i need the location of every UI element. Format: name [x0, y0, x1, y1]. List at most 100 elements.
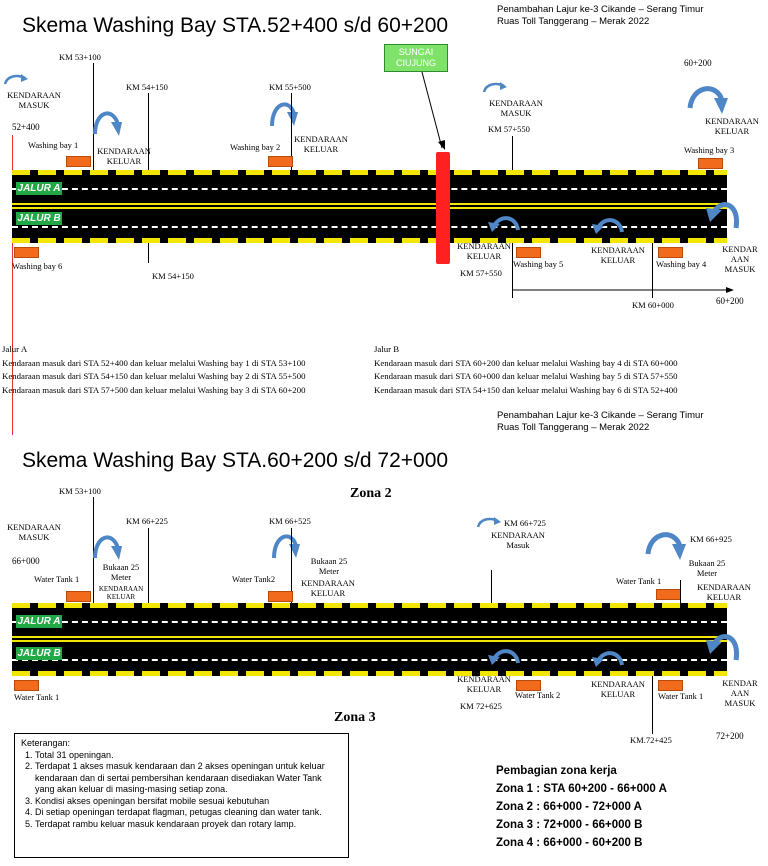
km-57-550-bot-line: [512, 243, 513, 298]
s2-km-66-525: KM 66+525: [269, 516, 311, 526]
notes-item: Terdapat rambu keluar masuk kendaraan pr…: [35, 819, 342, 831]
km-60-000: KM 60+000: [632, 300, 674, 310]
s2-bukaan-3: Bukaan 25 Meter: [688, 558, 726, 578]
km-55-500: KM 55+500: [269, 82, 311, 92]
zona-2-label: Zona 2: [350, 486, 392, 501]
s2-km-72-425: KM.72+425: [630, 735, 672, 745]
jalur-a-line: Kendaraan masuk dari STA 54+150 dan kelu…: [2, 371, 306, 381]
s2-sta-left: 66+000: [12, 556, 40, 566]
sungai-label: SUNGAI CIUJUNG: [396, 47, 436, 68]
s2-keluar-5: KENDARAAN KELUAR: [591, 679, 645, 699]
km-53-100: KM 53+100: [59, 52, 101, 62]
jalur-a-title: Jalur A: [2, 344, 28, 354]
s2-masuk-right-arrow-icon: [706, 634, 740, 661]
washing-bay-4-label: Washing bay 4: [656, 259, 707, 269]
s2-keluar-5-arrow-icon: [592, 651, 624, 667]
masuk-mid-arrow-icon: [482, 82, 507, 93]
keluar-1-arrow-icon: [93, 111, 122, 136]
s2-keluar-4-arrow-icon: [488, 649, 520, 665]
washing-bay-2-box: [268, 156, 293, 167]
zona-kerja-item: Zona 2 : 66+000 - 72+000 A: [496, 801, 642, 813]
s2-bukaan-1: Bukaan 25 Meter: [102, 562, 140, 582]
s2-water-tank-1b-box: [656, 589, 681, 600]
sungai-pointer-arrow: [421, 71, 445, 150]
s2-jalur-a-tag: JALUR A: [16, 615, 62, 628]
zona-kerja: Pembagian zona kerja Zona 1 : STA 60+200…: [496, 762, 667, 852]
kendaraan-masuk-mid: KENDARAAN MASUK: [489, 98, 543, 118]
s2-kendaraan-masuk-left: KENDARAAN MASUK: [7, 522, 61, 542]
s2-keluar-4: KENDARAAN KELUAR: [457, 674, 511, 694]
washing-bay-3-box: [698, 158, 723, 169]
s2-water-tank-1c: Water Tank 1: [14, 692, 60, 702]
washing-bay-6-label: Washing bay 6: [12, 261, 63, 271]
masuk-right-arrow-icon: [706, 202, 740, 229]
s2-keluar-2: KENDARAAN KELUAR: [301, 578, 355, 598]
s2-water-tank-1b: Water Tank 1: [616, 576, 662, 586]
section2-title: Skema Washing Bay STA.60+200 s/d 72+000: [22, 449, 449, 472]
masuk-left-arrow-icon: [3, 74, 28, 85]
start-marker-line: [12, 135, 13, 435]
s2-km-53-100: KM 53+100: [59, 486, 101, 496]
notes-list: Total 31 openingan. Terdapat 1 akses mas…: [21, 750, 342, 831]
jalur-b-tag: JALUR B: [16, 212, 62, 225]
s2-jalur-b-tag: JALUR B: [16, 647, 62, 660]
notes-item: Total 31 openingan.: [35, 750, 342, 762]
s2-masuk-mid-arrow-icon: [476, 517, 501, 528]
s2-keluar-3-arrow-icon: [645, 532, 686, 560]
km-54-150-bot-line: [148, 243, 149, 263]
s2-water-tank-2b: Water Tank 2: [515, 690, 561, 700]
s2-keluar-1: KENDARAAN KELUAR: [98, 585, 144, 601]
km-55-500-line: [291, 93, 292, 175]
km-60-000-line: [652, 243, 653, 298]
s2-keluar-3: KENDARAAN KELUAR: [697, 582, 751, 602]
keluar-2: KENDARAAN KELUAR: [294, 134, 348, 154]
zona-3-label: Zona 3: [334, 710, 376, 725]
keluar-5-arrow-icon: [488, 216, 520, 232]
keluar-4-arrow-icon: [592, 218, 624, 234]
keluar-4: KENDARAAN KELUAR: [591, 245, 645, 265]
washing-bay-1-box: [66, 156, 91, 167]
s2-km-66-725: KM 66+725: [504, 518, 546, 528]
section1-header-line1: Penambahan Lajur ke-3 Cikande – Serang T…: [497, 4, 704, 15]
s2-water-tank-2b-box: [516, 680, 541, 691]
zona-kerja-title: Pembagian zona kerja: [496, 765, 617, 777]
keluar-1: KENDARAAN KELUAR: [97, 146, 151, 166]
s2-km-66-925: KM 66+925: [690, 534, 732, 544]
jalur-a-description: Jalur A Kendaraan masuk dari STA 52+400 …: [2, 343, 306, 397]
jalur-b-line: Kendaraan masuk dari STA 60+200 dan kelu…: [374, 357, 678, 368]
zona-kerja-item: Zona 4 : 66+000 - 60+200 B: [496, 837, 643, 849]
km-57-550-bot: KM 57+550: [460, 268, 502, 278]
notes-title: Keterangan:: [21, 738, 71, 748]
keluar-5: KENDARAAN KELUAR: [457, 241, 511, 261]
section1-header-line2: Ruas Toll Tanggerang – Merak 2022: [497, 16, 650, 27]
washing-bay-5-label: Washing bay 5: [513, 259, 564, 269]
s2-km-72-625: KM 72+625: [460, 701, 502, 711]
s2-water-tank-1-box: [66, 591, 91, 602]
notes-box: Keterangan: Total 31 openingan. Terdapat…: [14, 733, 349, 858]
road-section2: JALUR A JALUR B: [12, 603, 727, 676]
s2-water-tank-2-box: [268, 591, 293, 602]
washing-bay-2-label: Washing bay 2: [230, 142, 281, 152]
s2-water-tank-1: Water Tank 1: [34, 574, 80, 584]
jalur-b-title: Jalur B: [374, 344, 400, 354]
washing-bay-4-box: [658, 247, 683, 258]
sta-right-bot: 60+200: [716, 296, 744, 306]
km-54-150-bot: KM 54+150: [152, 271, 194, 281]
kendaraan-masuk-left: KENDARAAN MASUK: [7, 90, 61, 110]
washing-bay-3-label: Washing bay 3: [684, 145, 735, 155]
notes-item: Terdapat 1 akses masuk kendaraan dan 2 a…: [35, 761, 342, 796]
s2-keluar-2-arrow-icon: [272, 534, 300, 559]
jalur-a-line: Kendaraan masuk dari STA 52+400 dan kelu…: [2, 357, 306, 368]
s2-sta-right: 72+200: [716, 731, 744, 741]
s2-km-66-225-line: [148, 528, 149, 607]
km-54-150-top-line: [148, 93, 149, 175]
zona-kerja-item: Zona 1 : STA 60+200 - 66+000 A: [496, 783, 667, 795]
section2-header-line2: Ruas Toll Tanggerang – Merak 2022: [497, 422, 650, 433]
s2-km-66-225: KM 66+225: [126, 516, 168, 526]
s2-kendaraan-masuk-mid: KENDARAAN Masuk: [491, 530, 545, 550]
jalur-b-description: Jalur B Kendaraan masuk dari STA 60+200 …: [374, 343, 678, 397]
km-53-100-line: [93, 63, 94, 175]
road-section1: JALUR A JALUR B: [12, 170, 727, 243]
s2-water-tank-1d: Water Tank 1: [658, 691, 704, 701]
km-57-550-top: KM 57+550: [488, 124, 530, 134]
